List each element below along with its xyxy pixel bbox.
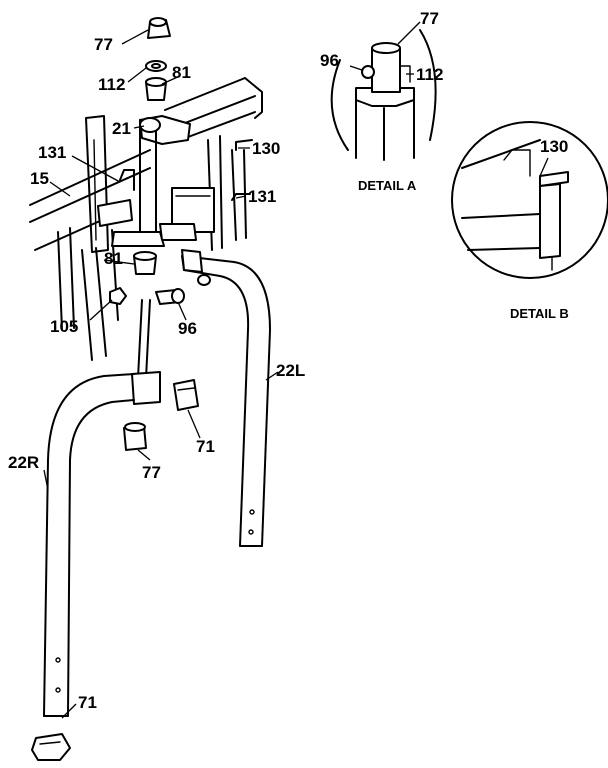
bushing-81-top bbox=[145, 77, 167, 101]
cap-77-low bbox=[123, 422, 147, 451]
detail-a-caption: DETAIL A bbox=[358, 178, 417, 193]
detail-b: 130 DETAIL B bbox=[451, 121, 608, 321]
detail-b-caption: DETAIL B bbox=[510, 306, 569, 321]
callout-22R: 22R bbox=[8, 453, 39, 472]
callout-81-top: 81 bbox=[172, 63, 191, 82]
callout-131-left: 131 bbox=[38, 143, 66, 162]
callout-77-top: 77 bbox=[94, 35, 113, 54]
detail-a-callout-112: 112 bbox=[416, 65, 443, 84]
callout-131-right: 131 bbox=[248, 187, 276, 206]
cap-77-top bbox=[147, 17, 171, 39]
leg-22R bbox=[43, 299, 161, 717]
callout-22L: 22L bbox=[276, 361, 305, 380]
steering-post bbox=[111, 115, 197, 247]
callout-130: 130 bbox=[252, 139, 280, 158]
callout-labels: 77 112 81 21 131 15 130 131 81 105 96 22… bbox=[8, 35, 305, 712]
leg-22L bbox=[181, 249, 271, 547]
callout-105: 105 bbox=[50, 317, 78, 336]
plug-71-mid bbox=[173, 379, 199, 411]
detail-a: 77 96 112 DETAIL A bbox=[320, 9, 443, 193]
detail-a-callout-96: 96 bbox=[320, 51, 339, 70]
callout-71-bottom: 71 bbox=[78, 693, 97, 712]
bolt-96 bbox=[155, 288, 185, 305]
detail-b-callout-130: 130 bbox=[540, 137, 568, 156]
callout-15: 15 bbox=[30, 169, 49, 188]
callout-81-low: 81 bbox=[104, 249, 123, 268]
detail-a-callout-77: 77 bbox=[420, 9, 439, 28]
callout-71-mid: 71 bbox=[196, 437, 215, 456]
tractor-frame bbox=[29, 77, 263, 361]
callout-96: 96 bbox=[178, 319, 197, 338]
callout-77-low: 77 bbox=[142, 463, 161, 482]
foot-71-bottom bbox=[31, 733, 71, 761]
leader-lines bbox=[43, 29, 279, 719]
callout-21: 21 bbox=[112, 119, 131, 138]
callout-112-top: 112 bbox=[98, 75, 125, 94]
bushing-81-low bbox=[133, 251, 157, 275]
washer-112 bbox=[145, 60, 167, 72]
nut-105 bbox=[109, 287, 127, 305]
